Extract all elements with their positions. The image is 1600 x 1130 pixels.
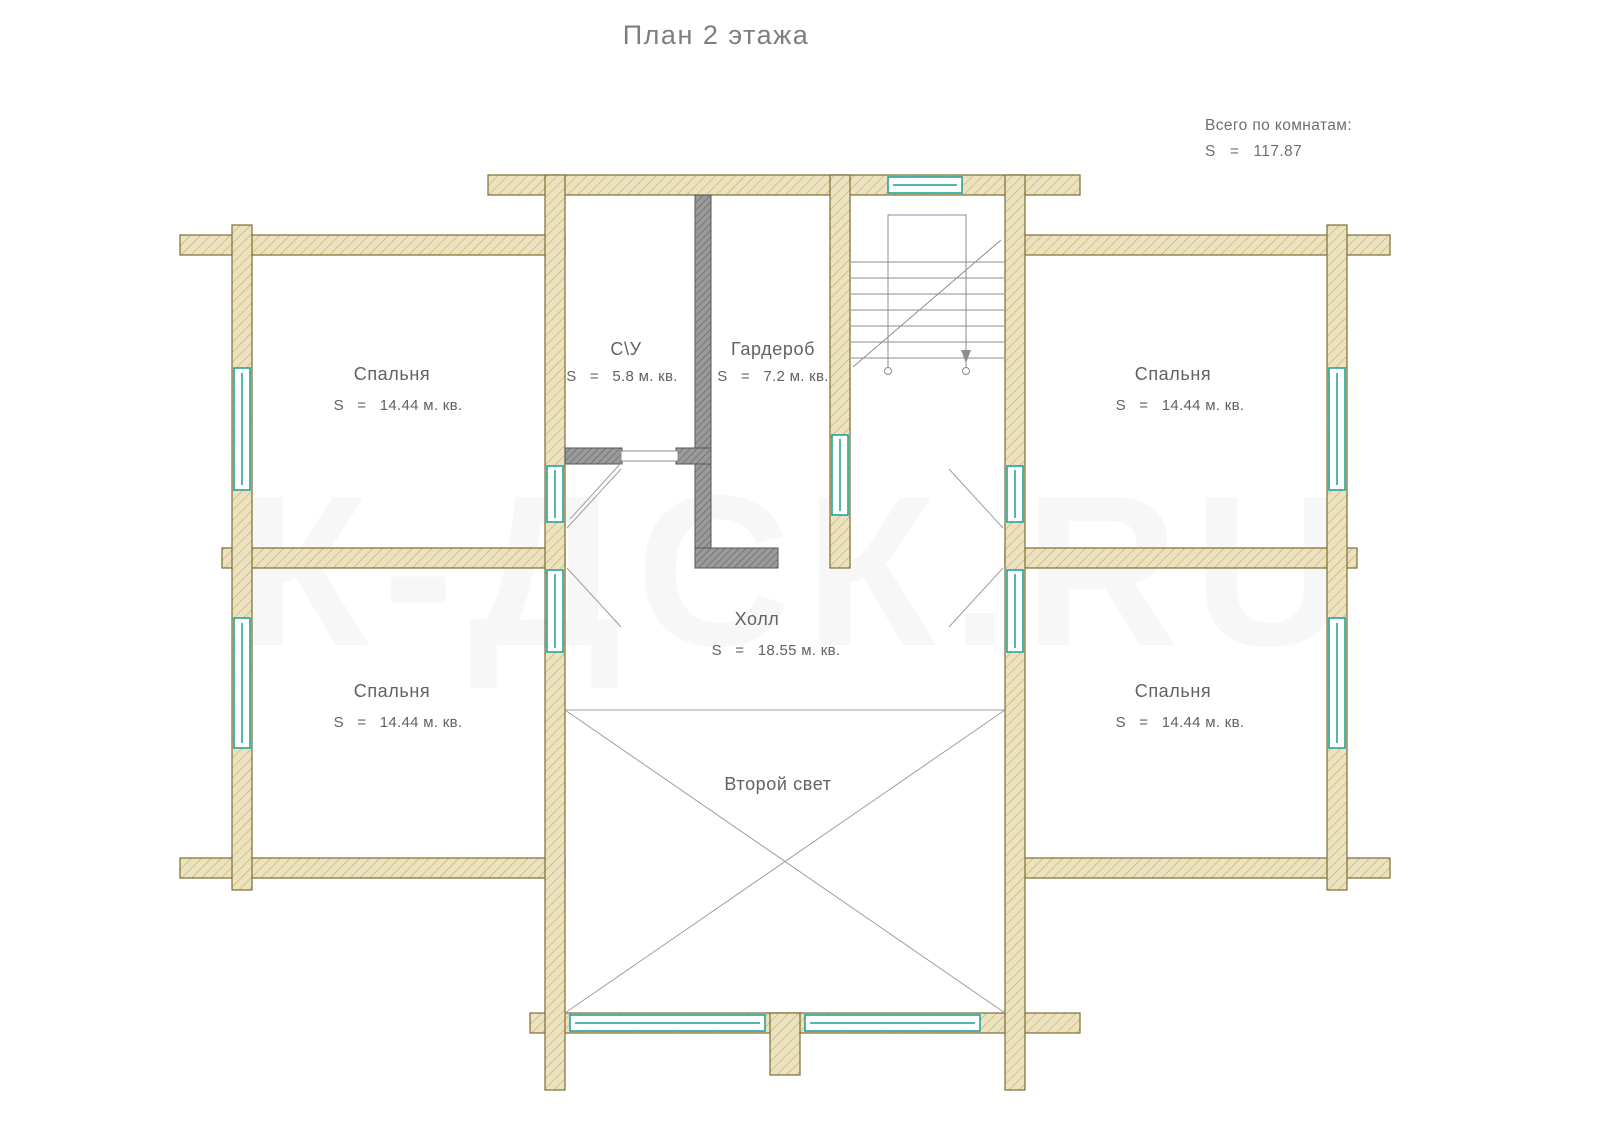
room-area-wardrobe: S = 7.2 м. кв. xyxy=(717,368,829,385)
windows xyxy=(233,176,1346,1032)
wall-top-central xyxy=(487,174,1081,196)
room-name-bedroom-bottom-right: Спальня xyxy=(1135,681,1212,701)
room-name-bedroom-top-left: Спальня xyxy=(354,364,431,384)
stair-direction-start xyxy=(884,367,892,375)
wall-left-outer xyxy=(231,224,253,891)
partition-wardrobe-left xyxy=(694,194,712,569)
room-name-bathroom: С\У xyxy=(610,339,641,359)
room-area-bedroom-bottom-left: S = 14.44 м. кв. xyxy=(334,714,463,731)
void-diagonal xyxy=(564,709,1006,1014)
door-swing-bedroom-tr xyxy=(948,468,1004,529)
door-panel-bathroom xyxy=(620,450,679,462)
partition-wardrobe-bottom xyxy=(694,547,779,569)
room-area-bathroom: S = 5.8 м. кв. xyxy=(566,368,678,385)
door-swing-bedroom-tl xyxy=(566,468,622,529)
second-light-void xyxy=(564,709,1006,1014)
wall-bottom-pier xyxy=(769,1012,801,1076)
room-area-bedroom-top-left: S = 14.44 м. кв. xyxy=(334,397,463,414)
partition-bath-bottom-left xyxy=(564,447,623,465)
stair-break-line xyxy=(852,239,1002,368)
room-area-hall: S = 18.55 м. кв. xyxy=(712,642,841,659)
room-name-wardrobe: Гардероб xyxy=(731,339,815,359)
room-area-bedroom-bottom-right: S = 14.44 м. кв. xyxy=(1116,714,1245,731)
door-swing-bedroom-br xyxy=(948,567,1004,628)
room-labels: Спальня S = 14.44 м. кв. Спальня S = 14.… xyxy=(334,339,1245,794)
partition-bath-bottom-right xyxy=(675,447,712,465)
wall-middle-left xyxy=(221,547,566,569)
room-area-bedroom-top-right: S = 14.44 м. кв. xyxy=(1116,397,1245,414)
stairs-upper-flight xyxy=(887,214,967,263)
door-swings xyxy=(566,450,1004,628)
room-name-bedroom-bottom-left: Спальня xyxy=(354,681,431,701)
partition-walls xyxy=(564,194,779,569)
wall-middle-right xyxy=(1004,547,1358,569)
stair-direction-end xyxy=(962,367,970,375)
wall-right-outer xyxy=(1326,224,1348,891)
room-name-second-light: Второй свет xyxy=(724,774,831,794)
room-name-hall: Холл xyxy=(735,609,780,629)
totals-label: Всего по комнатам: xyxy=(1205,117,1352,134)
stairs xyxy=(851,214,1004,375)
page-title: План 2 этажа xyxy=(623,20,809,50)
stair-direction-arrow xyxy=(961,350,971,363)
totals-block: Всего по комнатам: S = 117.87 xyxy=(1205,117,1352,160)
totals-value: S = 117.87 xyxy=(1205,143,1302,160)
room-name-bedroom-top-right: Спальня xyxy=(1135,364,1212,384)
door-swing-bathroom xyxy=(569,462,622,520)
door-swing-bedroom-bl xyxy=(566,567,622,628)
